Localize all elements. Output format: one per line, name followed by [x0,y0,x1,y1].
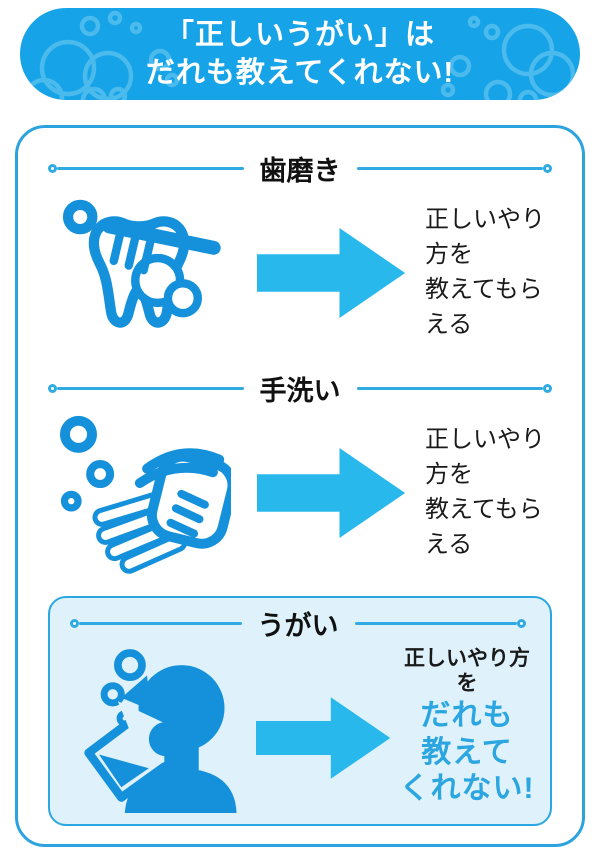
bubbles-decoration-icon [440,15,576,100]
divider-dot-icon [70,618,79,628]
tooth-brushing-icon [62,199,221,328]
divider-dot-icon [543,163,552,173]
divider-line [57,166,244,170]
row-gargling: 正しいやり方を だれも 教えて くれない! [56,638,540,816]
row-toothbrushing: 正しいやり方を 教えてもらえる [32,186,568,360]
divider-line [356,386,543,390]
result-emphasis-line1: だれも [420,699,514,733]
comparison-panel: 歯磨き 正しいやり方を 教えてもらえる [15,125,585,847]
divider-line [356,166,543,170]
result-line1: 正しいやり方を [425,206,545,269]
result-intro: 正しいやり方を [404,646,530,696]
result-line2: 教えてもらえる [425,276,543,338]
gargling-highlight-box: うがい [48,596,552,826]
gargling-icon [84,649,237,813]
section-divider-gargling: うがい [70,608,526,641]
title-banner: 「正しいうがい」は だれも教えてくれない! [20,8,580,100]
result-emphasis-line2: 教えて [421,735,513,769]
row-handwashing: 正しいやり方を 教えてもらえる [32,406,568,580]
divider-dot-icon [48,163,57,173]
main-title-line1: 「正しいうがい」は [164,18,435,51]
section-divider-handwashing: 手洗い [48,372,552,406]
hand-washing-icon [59,415,231,574]
right-arrow-icon [256,697,391,779]
section-divider-toothbrushing: 歯磨き [48,152,552,186]
main-title-line2: だれも教えてくれない! [145,57,455,89]
result-text-toothbrushing: 正しいやり方を 教えてもらえる [415,203,562,342]
divider-line [354,621,517,625]
divider-dot-icon [517,618,526,628]
result-text-gargling: 正しいやり方を だれも 教えて くれない! [394,646,540,808]
right-arrow-icon [257,228,406,318]
bubbles-decoration-icon [23,10,180,100]
section-title-gargling: うがい [257,610,339,641]
divider-line [79,621,242,625]
result-line2: 教えてもらえる [425,496,543,558]
right-arrow-icon [257,448,406,538]
divider-dot-icon [48,383,57,393]
divider-dot-icon [543,383,552,393]
section-title-toothbrushing: 歯磨き [259,155,341,186]
result-text-handwashing: 正しいやり方を 教えてもらえる [415,423,562,562]
section-title-handwashing: 手洗い [259,375,341,406]
result-emphasis-line3: くれない! [399,772,535,806]
divider-line [57,386,244,390]
result-line1: 正しいやり方を [425,426,545,489]
